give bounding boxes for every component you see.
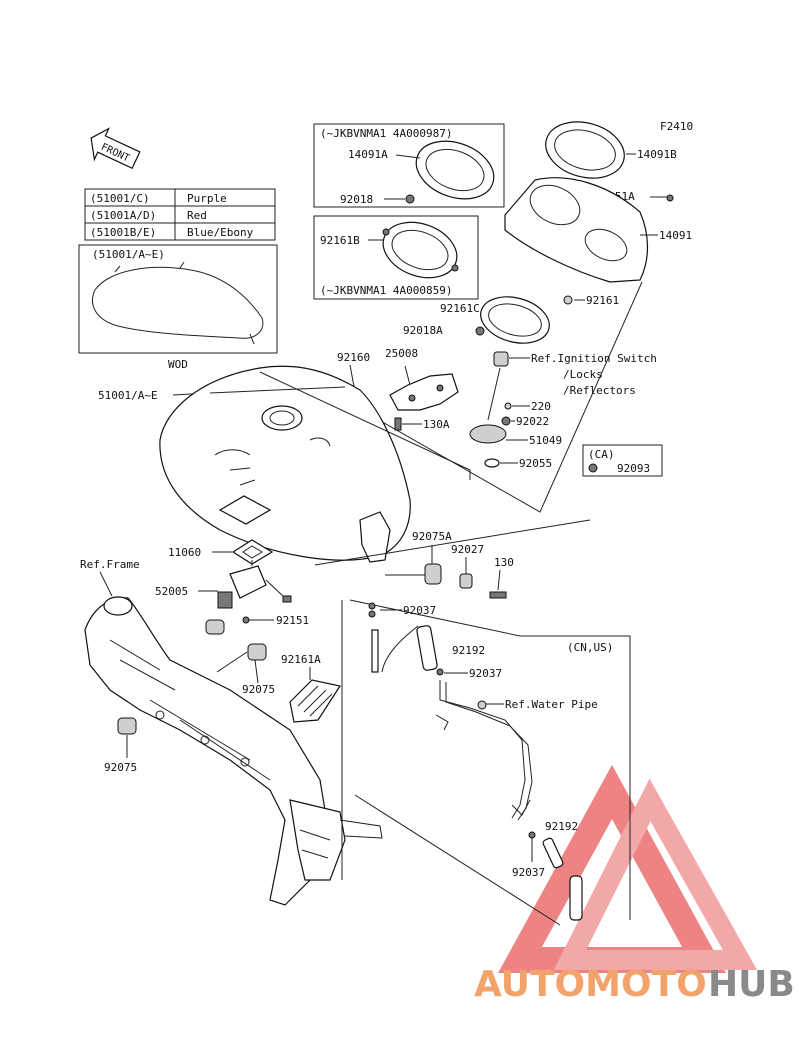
label-52005: 52005 <box>155 585 188 598</box>
part-frame <box>84 596 383 906</box>
label-92161: 92161 <box>586 294 619 307</box>
watermark-part1: AUTOMOTO <box>474 964 707 1005</box>
label-ref-water-pipe: Ref.Water Pipe <box>505 698 598 711</box>
serial-box-mid: 92161B (~JKBVNMA1 4A000859) <box>313 215 479 300</box>
label-ref-ignition: Ref.Ignition Switch <box>531 352 657 365</box>
cn-us-box-header: (CN,US) <box>567 641 613 654</box>
watermark-logo <box>498 764 758 973</box>
label-92037-upper: 92037 <box>403 604 436 617</box>
label-ref-frame: Ref.Frame <box>80 558 140 571</box>
part-gasket-upper <box>218 495 272 525</box>
watermark-text: AUTOMOTO HUB <box>474 964 795 1005</box>
front-arrow: FRONT <box>90 127 141 170</box>
part-14091B <box>545 121 625 179</box>
part-hose-left <box>371 625 419 673</box>
label-ref-reflectors: /Reflectors <box>563 384 636 397</box>
part-92075-upper <box>247 643 267 661</box>
label-14091A: 14091A <box>348 148 388 161</box>
label-92022: 92022 <box>516 415 549 428</box>
label-92161A: 92161A <box>281 653 321 666</box>
part-25008-bracket <box>389 373 459 411</box>
figure-code: F2410 <box>660 120 693 133</box>
color-table-part-2: (51001A/D) <box>90 209 156 222</box>
label-ref-locks: /Locks <box>563 368 603 381</box>
part-11060 <box>231 539 274 565</box>
ca-box: (CA) 92093 <box>582 444 663 477</box>
part-92161B <box>382 221 459 279</box>
color-table-part-3: (51001B/E) <box>90 226 156 239</box>
label-130: 130 <box>494 556 514 569</box>
tank-inset-header: (51001/A~E) <box>92 248 165 261</box>
serial-box-top: (~JKBVNMA1 4A000987) 14091A 92018 <box>313 123 505 208</box>
part-hose-92192-lower <box>542 837 583 921</box>
ca-box-part: 92093 <box>617 462 650 475</box>
part-fuel-tank <box>159 365 411 563</box>
label-14091: 14091 <box>659 229 692 242</box>
label-92151: 92151 <box>276 614 309 627</box>
label-92192-upper: 92192 <box>452 644 485 657</box>
label-92075-lower: 92075 <box>104 761 137 774</box>
part-water-pipe <box>435 680 533 821</box>
label-92037-mid: 92037 <box>469 667 502 680</box>
color-table: (51001/C) Purple (51001A/D) Red (51001B/… <box>84 188 276 241</box>
color-table-color-2: Red <box>187 209 207 222</box>
part-92161C <box>480 296 550 344</box>
label-14091B: 14091B <box>637 148 677 161</box>
serial-box-mid-range: (~JKBVNMA1 4A000859) <box>320 284 452 297</box>
color-table-color-3: Blue/Ebony <box>187 226 254 239</box>
part-hose-92192-upper <box>416 625 438 671</box>
label-92075-upper: 92075 <box>242 683 275 696</box>
label-220: 220 <box>531 400 551 413</box>
label-92192-lower: 92192 <box>545 820 578 833</box>
label-92161C: 92161C <box>440 302 480 315</box>
part-14091A <box>415 140 495 200</box>
tank-inset: (51001/A~E) WOD <box>78 244 278 371</box>
watermark-part2: HUB <box>708 964 795 1005</box>
label-25008: 25008 <box>385 347 418 360</box>
label-92018: 92018 <box>340 193 373 206</box>
label-92018A: 92018A <box>403 324 443 337</box>
part-14091 <box>504 177 649 283</box>
label-92037-lower: 92037 <box>512 866 545 879</box>
label-51049: 51049 <box>529 434 562 447</box>
label-92027: 92027 <box>451 543 484 556</box>
tank-inset-caption: WOD <box>168 358 188 371</box>
color-table-part-1: (51001/C) <box>90 192 150 205</box>
part-51049-cap <box>469 424 507 444</box>
label-130A: 130A <box>423 418 450 431</box>
part-92027 <box>459 573 473 589</box>
part-92161A <box>289 679 341 723</box>
part-92075-lower <box>117 717 137 735</box>
part-92075A <box>424 563 442 585</box>
part-52005-pump <box>205 565 292 635</box>
ca-box-header: (CA) <box>588 448 615 461</box>
serial-box-top-range: (~JKBVNMA1 4A000987) <box>320 127 452 140</box>
label-51001: 51001/A~E <box>98 389 158 402</box>
part-130-bolt <box>489 591 507 599</box>
label-92161B: 92161B <box>320 234 360 247</box>
label-11060: 11060 <box>168 546 201 559</box>
label-92160: 92160 <box>337 351 370 364</box>
label-92075A: 92075A <box>412 530 452 543</box>
label-92055: 92055 <box>519 457 552 470</box>
color-table-color-1: Purple <box>187 192 227 205</box>
